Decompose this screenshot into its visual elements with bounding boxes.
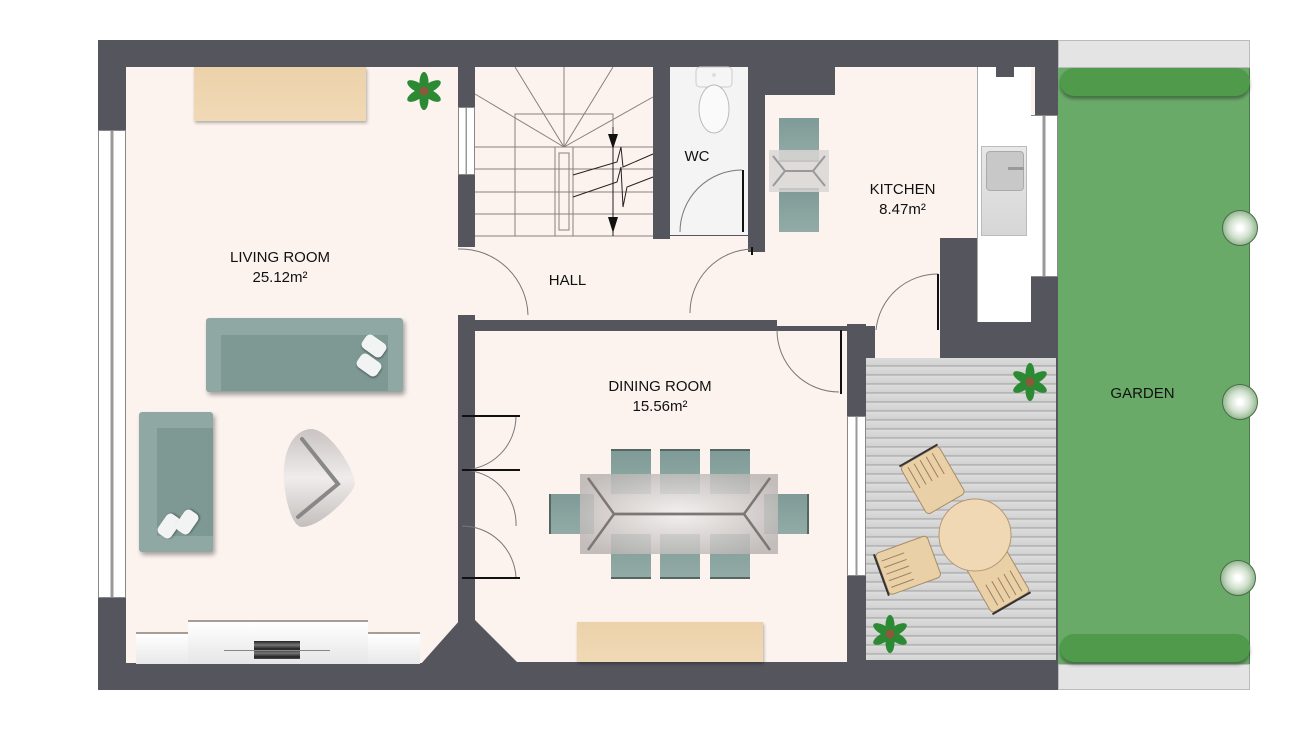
- garden-lawn[interactable]: [1058, 68, 1250, 664]
- living-corner-chamfer: [420, 620, 460, 665]
- double-door-living-dining[interactable]: [461, 415, 524, 580]
- shrub-icon: [1222, 384, 1258, 420]
- dining-sideboard[interactable]: [577, 622, 763, 662]
- shrub-icon: [1220, 560, 1256, 596]
- wall-dining-terrace-2: [847, 576, 866, 666]
- wall-wc-kitchen: [748, 67, 765, 252]
- room-name: DINING ROOM: [608, 378, 712, 395]
- room-name: GARDEN: [1110, 385, 1175, 402]
- wall-living-hall-2: [458, 175, 475, 247]
- wall-living-hall: [458, 67, 475, 107]
- terrace-furniture[interactable]: [872, 440, 1040, 640]
- staircase[interactable]: [474, 66, 654, 237]
- coffee-table[interactable]: [280, 427, 360, 529]
- plant-icon: [1013, 362, 1047, 402]
- wall-living-dining-2: [458, 578, 475, 628]
- door-living-hall[interactable]: [457, 247, 538, 317]
- wall-kitchen-terrace: [940, 322, 1058, 358]
- wall-hall-dining: [475, 320, 775, 331]
- window-living-west: [98, 130, 126, 598]
- window-kitchen-east: [1030, 115, 1058, 277]
- tv-stand-line: [224, 650, 330, 651]
- sink[interactable]: [981, 146, 1027, 236]
- room-name: KITCHEN: [869, 181, 936, 198]
- door-wc[interactable]: [676, 169, 748, 236]
- room-name: LIVING ROOM: [229, 249, 330, 266]
- wall-living-dining: [458, 315, 475, 418]
- kitchen-label: KITCHEN 8.47m²: [850, 180, 955, 220]
- kitchen-floor-lower: [765, 236, 940, 326]
- dining-room-label: DINING ROOM 15.56m²: [580, 377, 740, 417]
- faucet-icon: [1008, 167, 1024, 170]
- two-seat-sofa[interactable]: [139, 412, 213, 552]
- garden-label: GARDEN: [1095, 384, 1190, 404]
- wall-hall-dining-2: [752, 320, 777, 331]
- window-living-stair: [458, 107, 475, 175]
- wc-label: WC: [672, 147, 722, 167]
- garden-paving-bottom: [1058, 664, 1250, 690]
- kitchen-table[interactable]: [769, 150, 829, 192]
- dining-table[interactable]: [580, 474, 778, 554]
- window-dining-terrace: [847, 416, 866, 576]
- kitchen-chair[interactable]: [779, 188, 819, 232]
- kitchen-passage: [875, 320, 940, 358]
- room-name: WC: [684, 148, 710, 165]
- hedge-top: [1060, 68, 1250, 96]
- kitchen-counter-notch: [996, 67, 1014, 77]
- hall-label: HALL: [530, 271, 605, 291]
- plant-icon: [407, 71, 441, 111]
- garden-paving-top: [1058, 40, 1250, 68]
- room-name: HALL: [548, 272, 587, 289]
- wall-dining-terrace: [847, 324, 866, 416]
- wall-stair-wc: [653, 67, 670, 239]
- door-hall-kitchen[interactable]: [688, 247, 763, 322]
- plant-icon: [873, 614, 907, 654]
- hedge-bottom: [1060, 634, 1250, 662]
- toilet[interactable]: [694, 66, 734, 137]
- dining-corner-chamfer: [475, 620, 520, 665]
- wall-kitchen-top-notch: [765, 67, 835, 95]
- shrub-icon: [1222, 210, 1258, 246]
- room-area: 25.12m²: [252, 269, 308, 286]
- room-area: 8.47m²: [879, 201, 926, 218]
- sink-basin: [986, 151, 1024, 191]
- living-room-label: LIVING ROOM 25.12m²: [190, 248, 370, 288]
- door-kitchen-terrace[interactable]: [872, 270, 942, 332]
- living-sideboard[interactable]: [194, 67, 366, 121]
- room-area: 15.56m²: [632, 398, 688, 415]
- door-hall-dining[interactable]: [775, 328, 845, 398]
